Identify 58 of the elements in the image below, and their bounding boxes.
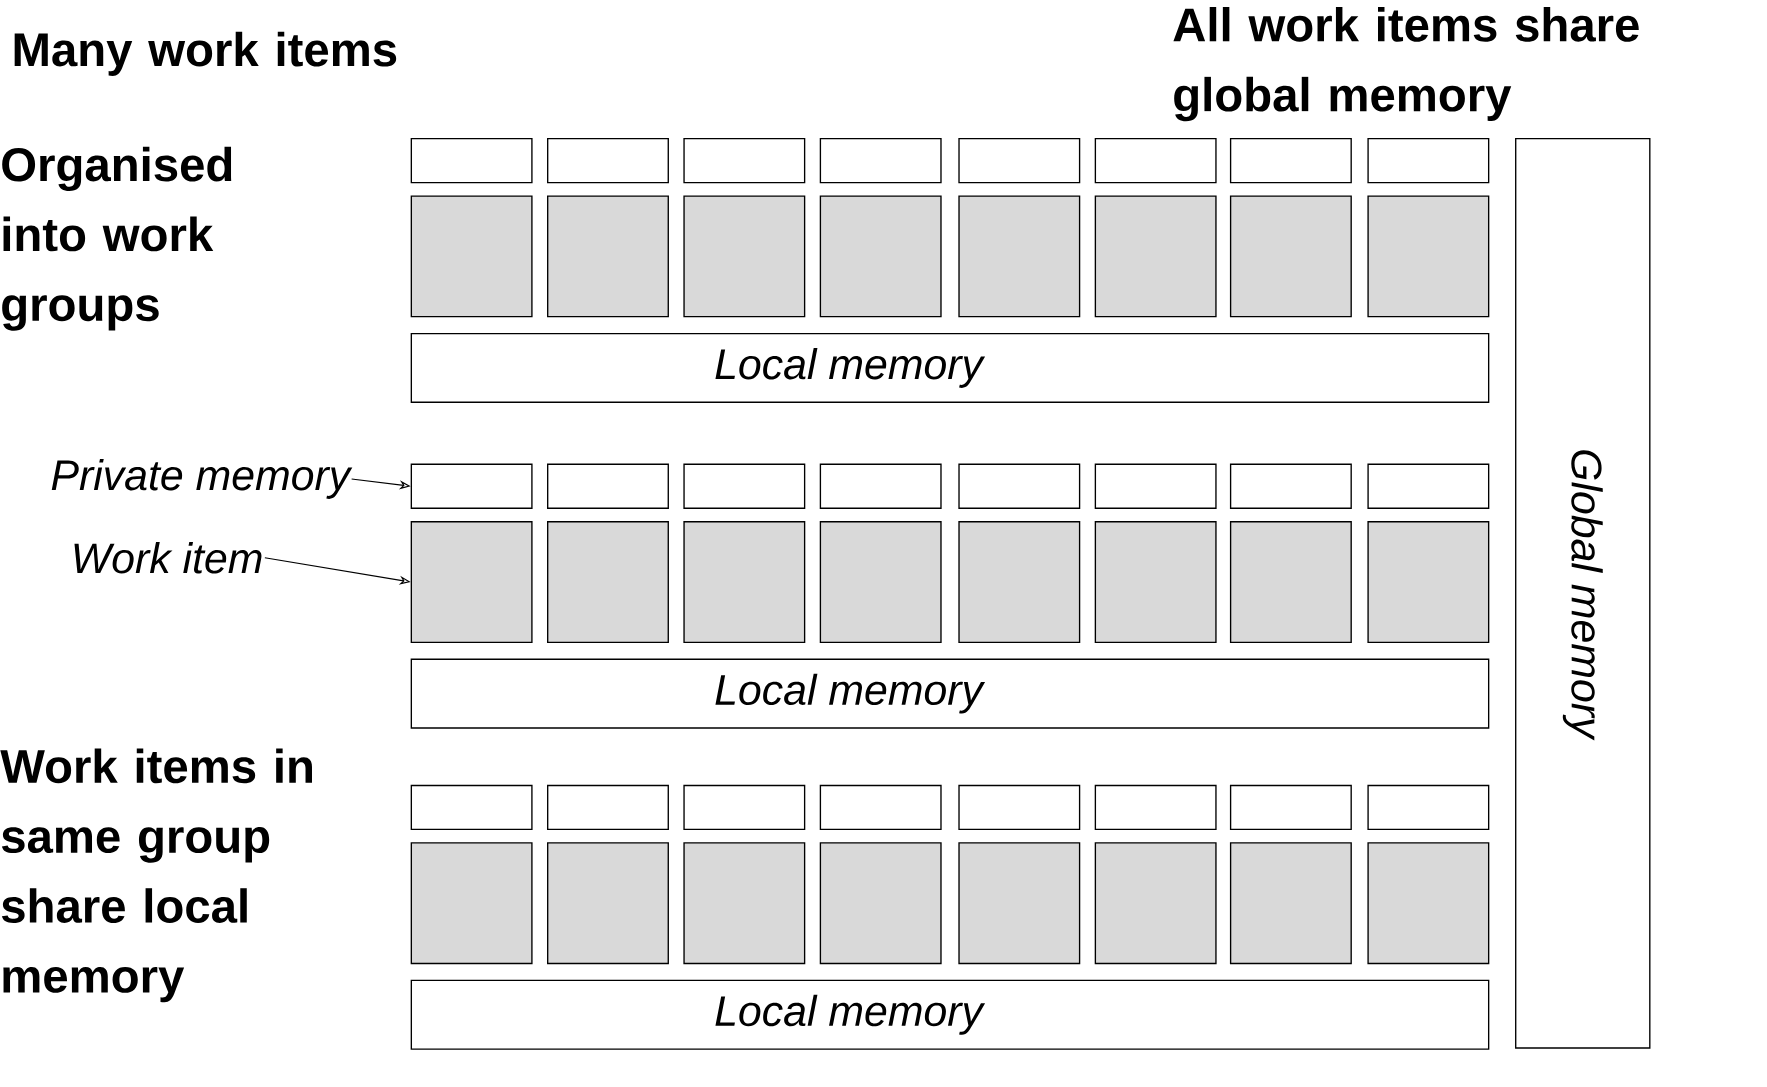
private-memory-box xyxy=(547,137,669,183)
work-item-box xyxy=(1367,520,1490,643)
private-memory-box xyxy=(958,137,1081,183)
private-memory-box xyxy=(1229,463,1352,509)
work-item-box xyxy=(958,195,1081,318)
private-memory-box xyxy=(1367,463,1490,509)
work-item-box xyxy=(683,520,806,643)
private-memory-box xyxy=(1367,784,1490,830)
global-memory-box: Global memory xyxy=(1515,137,1651,1049)
private-memory-box xyxy=(819,463,942,509)
work-item-box xyxy=(683,195,806,318)
private-memory-box xyxy=(958,784,1081,830)
work-item-box xyxy=(1367,195,1490,318)
heading-text: All work items share global memory xyxy=(1173,6,1639,121)
private-memory-box xyxy=(683,137,806,183)
work-item-box xyxy=(410,195,533,318)
work-item-box xyxy=(683,842,806,964)
work-item-box xyxy=(819,195,942,318)
callout-text: Private memory xyxy=(51,458,353,499)
local-memory-box: Local memory xyxy=(410,979,1490,1050)
work-item-box xyxy=(547,520,669,643)
callout-text: Work item xyxy=(74,541,262,574)
work-item-box xyxy=(958,842,1081,964)
private-memory-box xyxy=(1094,784,1217,830)
private-memory-box xyxy=(958,463,1081,509)
private-memory-box xyxy=(410,137,533,183)
local-memory-box: Local memory xyxy=(410,658,1490,729)
work-item-box xyxy=(1094,195,1217,318)
private-memory-box xyxy=(819,784,942,830)
work-item-box xyxy=(1229,842,1352,964)
work-item-box xyxy=(1094,520,1217,643)
work-item-box xyxy=(410,842,533,964)
work-item-box xyxy=(819,842,942,964)
private-memory-box xyxy=(683,784,806,830)
private-memory-box xyxy=(1094,137,1217,183)
private-memory-box xyxy=(410,463,533,509)
heading-text: Many work items xyxy=(14,31,397,76)
private-memory-box xyxy=(1094,463,1217,509)
private-memory-box xyxy=(410,784,533,830)
private-memory-box xyxy=(547,463,669,509)
private-memory-box xyxy=(1229,784,1352,830)
private-memory-box xyxy=(1229,137,1352,183)
heading-text: Work items in same group share local memory xyxy=(0,748,312,1002)
heading-text: Organised into work groups xyxy=(2,146,232,331)
work-item-box xyxy=(1229,195,1352,318)
work-item-box xyxy=(547,195,669,318)
work-item-box xyxy=(1367,842,1490,964)
local-memory-box: Local memory xyxy=(410,332,1490,403)
work-item-box xyxy=(1094,842,1217,964)
work-item-box xyxy=(547,842,669,964)
work-item-box xyxy=(958,520,1081,643)
private-memory-box xyxy=(1367,137,1490,183)
work-item-box xyxy=(410,520,533,643)
private-memory-box xyxy=(547,784,669,830)
work-item-box xyxy=(1229,520,1352,643)
private-memory-box xyxy=(819,137,942,183)
private-memory-box xyxy=(683,463,806,509)
work-item-box xyxy=(819,520,942,643)
